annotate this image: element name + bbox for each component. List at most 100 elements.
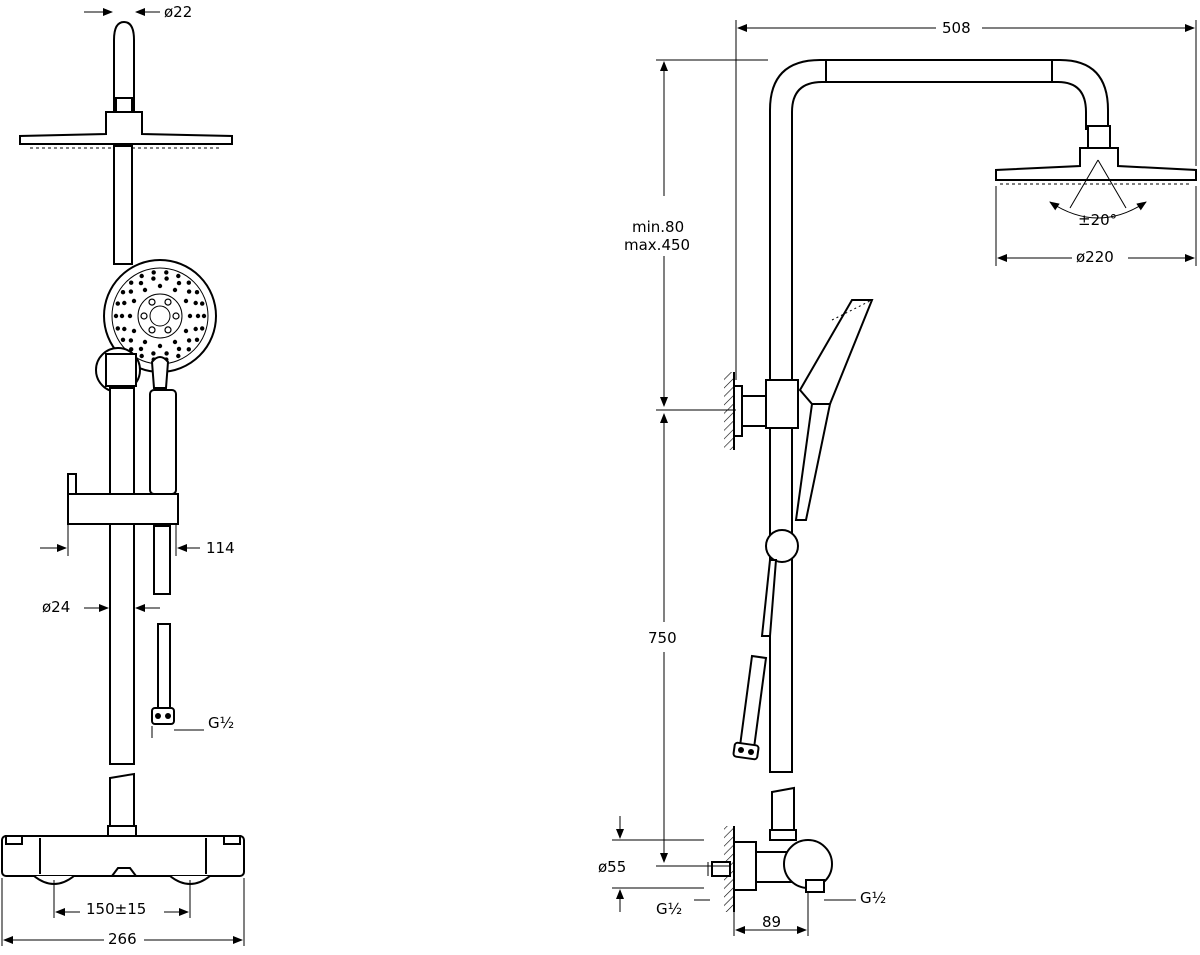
hand-shower-center [149,305,171,327]
front-view: ø22 114 ø24 G½ 150±15 [1,3,245,948]
nozzle-dot [164,351,169,356]
nozzle-dot [195,313,201,319]
nozzle-dot [119,313,125,319]
nozzle-dot [193,326,198,332]
arm-inner [791,81,1087,388]
ball-joint [1087,125,1111,149]
hose-side-nut-hole-left [738,747,744,753]
nozzle-dot [157,283,163,289]
dim-hand-offset: 114 [40,524,235,557]
nozzle-dot [122,326,127,332]
nozzle-dot [193,300,198,306]
side-view: ±20° [598,16,1197,936]
side-bottom-ring [769,829,797,841]
dim-thread-text: G½ [208,714,234,732]
bottom-pipe [109,772,135,829]
dim-thread-left: G½ [656,862,710,918]
dim-tilt-text: ±20° [1078,211,1117,229]
nozzle-dot [176,273,181,279]
nozzle-ring-dot [164,326,172,334]
dim-rail-length-text: 750 [648,629,677,647]
nozzle-dot [200,301,205,306]
dim-top-diameter-text: ø22 [164,3,192,21]
nozzle-ring-dot [140,312,148,320]
hand-shower-inner [137,293,183,339]
dim-valve-spacing-text: 150±15 [86,900,146,918]
dim-wall-offset-text: 89 [762,913,781,931]
hose-side-lower [738,654,768,750]
nozzle-dot [186,338,192,343]
dim-rail-diameter: ø24 [42,598,160,616]
holder-body [105,353,137,387]
top-pipe [113,20,135,112]
main-rail [109,387,135,497]
nozzle-dot [186,289,192,294]
hand-shower-nozzles [113,270,207,362]
hose-side-upper [760,559,778,637]
nozzle-dot [120,337,126,342]
slider-bar [67,493,179,525]
nozzle-dot [113,313,119,319]
nozzle-dot [176,280,182,286]
slider-knob-cap [67,473,77,495]
nozzle-dot [164,276,169,281]
dim-rail-diameter-text: ø24 [42,598,70,616]
tilt-arc [1049,201,1147,219]
nozzle-ring-dot [172,312,180,320]
nozzle-dot [120,290,126,295]
nozzle-dot [129,280,134,285]
wall-plate-upper [733,385,743,437]
dim-thread-right-text: G½ [860,889,886,907]
lower-rail [109,523,135,765]
dim-total-width: 266 [1,878,245,948]
nozzle-dot [139,353,144,359]
tilt-line-right [1097,159,1127,209]
nozzle-dot [138,280,144,286]
nozzle-dot [186,280,191,285]
nozzle-dot [127,313,133,319]
nozzle-ring-dot [148,326,156,334]
nozzle-dot [183,328,189,334]
dim-wall-offset: 89 [733,892,809,936]
hand-shower-handle [149,389,177,495]
thermostat-cap-left [5,835,23,845]
nozzle-dot [115,301,121,306]
dim-arm-length-text: 508 [942,19,971,37]
nozzle-dot [157,343,163,349]
dim-head-diameter-text: ø220 [1076,248,1114,266]
hose-side-nut-hole-right [748,749,754,755]
nozzle-dot [115,326,121,331]
tilt-line-left [1069,159,1099,209]
thread-inlet-left [711,861,731,877]
nozzle-dot [128,289,134,294]
rail-clamp [765,379,799,429]
dim-thread-left-text: G½ [656,900,682,918]
dim-arm-length: 508 [735,16,1197,380]
dim-top-diameter: ø22 [84,3,192,21]
dim-valve-spacing: 150±15 [53,880,191,918]
side-hand-shower-head [798,299,874,405]
hose-piece [157,623,171,709]
side-bottom-pipe [771,786,795,833]
side-slider-knob [765,529,799,563]
nozzle-dot [139,273,144,279]
nozzle-dot [151,276,156,281]
nozzle-dot [151,270,156,275]
dim-total-width-text: 266 [108,930,137,948]
nozzle-dot [122,300,127,306]
nozzle-dot [183,298,189,304]
upper-rail [113,145,133,265]
side-hand-handle [794,403,832,521]
nozzle-dot [186,347,191,352]
nozzle-dot [131,328,137,334]
dim-rail-length: 750 [648,413,730,867]
nozzle-ring-dot [148,298,156,306]
hose-nut [151,707,175,725]
wall-hatch-upper [724,372,734,450]
holder-hook [150,356,170,389]
nozzle-dot [138,346,144,352]
nozzle-dot [201,313,207,319]
dim-head-diameter: ø220 [995,186,1197,266]
pipe-joint [115,97,133,113]
